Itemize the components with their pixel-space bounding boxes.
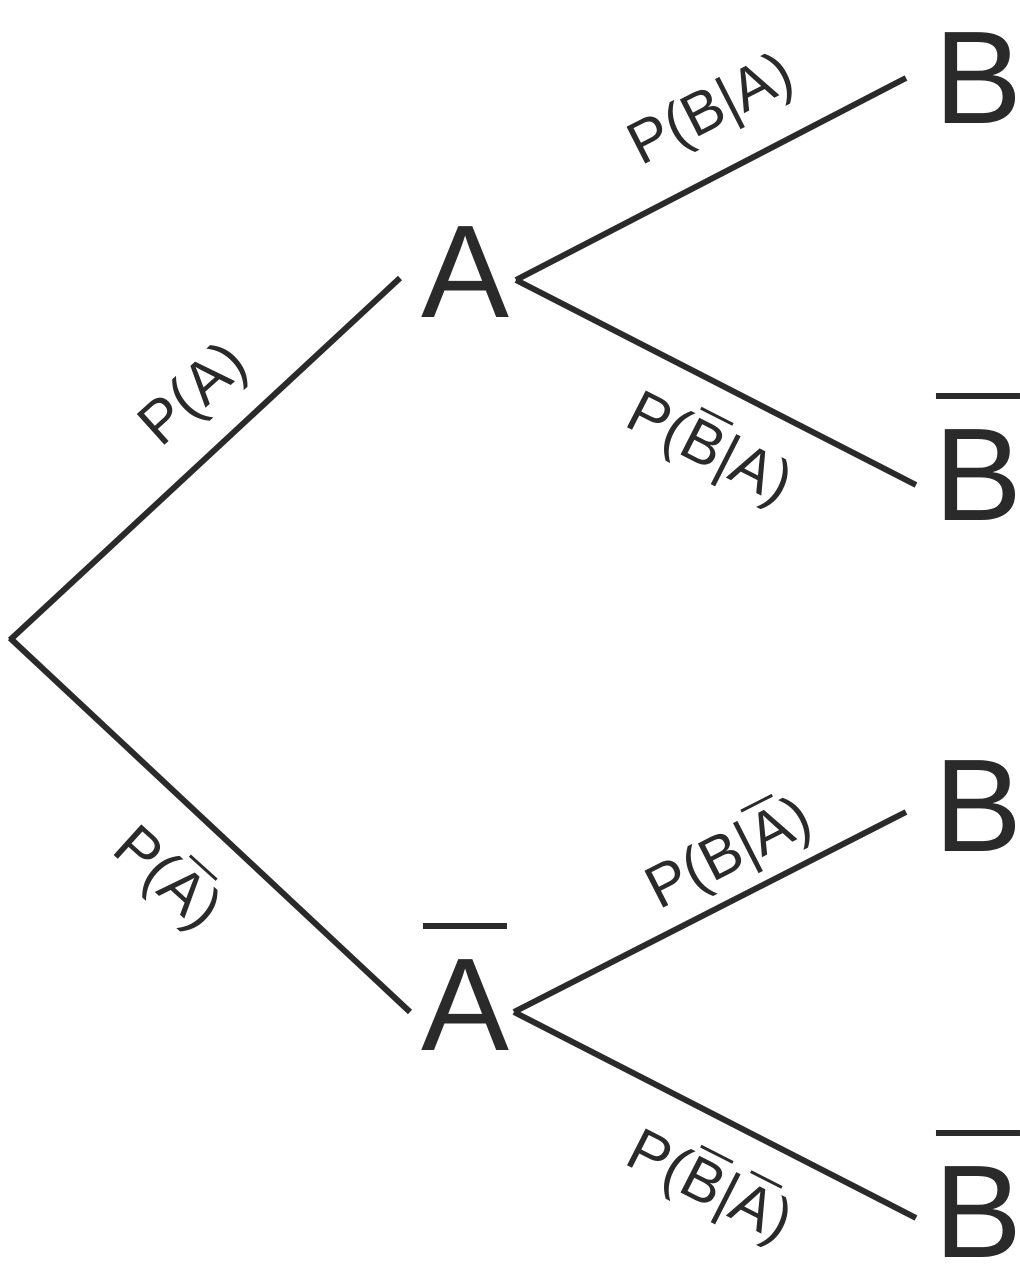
edge-A-notB xyxy=(514,277,918,488)
event-letter: B xyxy=(933,4,1020,151)
node-not-B-given-not-A: B xyxy=(934,1130,1020,1278)
complement-letter: B xyxy=(934,393,1020,541)
event-letter: B xyxy=(933,732,1020,879)
complement-letter: A xyxy=(420,923,510,1078)
edge-root-notA xyxy=(7,635,413,1015)
edge-notA-notB xyxy=(512,1009,918,1221)
edge-A-B xyxy=(514,75,908,283)
edge-notA-B xyxy=(512,809,908,1015)
node-not-A: A xyxy=(420,923,510,1078)
event-letter: A xyxy=(420,198,510,345)
edge-root-A xyxy=(7,275,403,643)
node-B-given-not-A: B xyxy=(934,740,1020,872)
complement-letter: B xyxy=(934,1130,1020,1278)
node-A: A xyxy=(421,206,509,338)
node-B-given-A: B xyxy=(934,12,1020,144)
node-not-B-given-A: B xyxy=(934,393,1020,541)
